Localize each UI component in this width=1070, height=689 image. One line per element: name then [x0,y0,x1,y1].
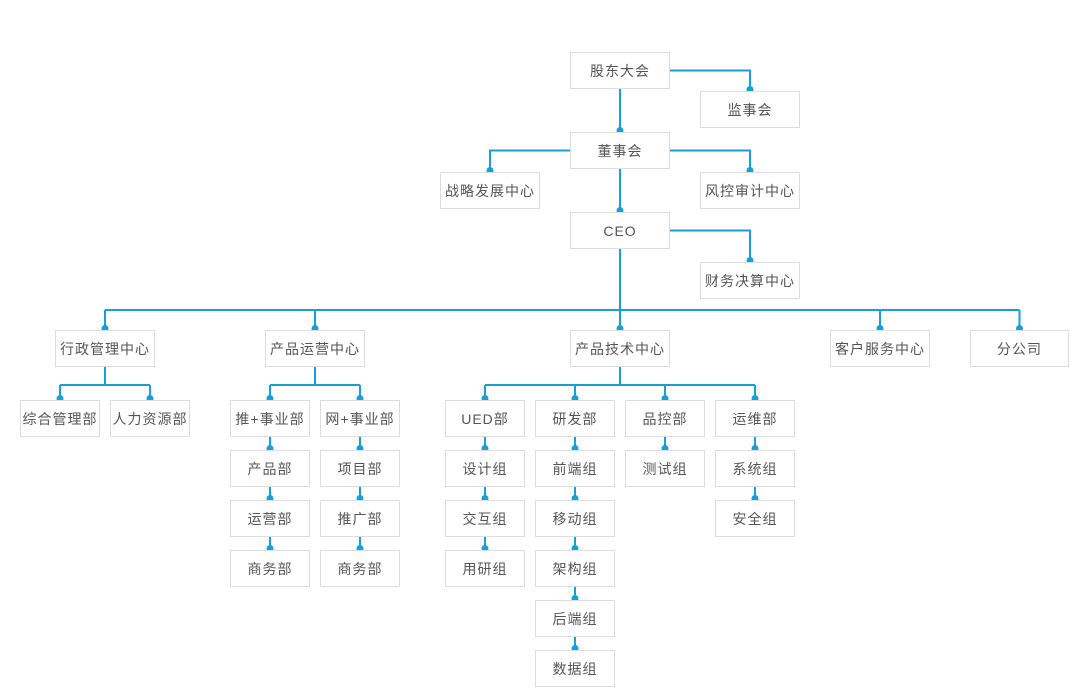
node-label: 架构组 [552,560,598,577]
node-wang: 网+事业部 [320,400,400,437]
node-label: 人力资源部 [112,410,188,427]
node-business1: 商务部 [230,550,310,587]
node-datagroup: 数据组 [535,650,615,687]
node-operation: 运营部 [230,500,310,537]
node-system: 系统组 [715,450,795,487]
connector-line [670,69,751,91]
node-backend: 后端组 [535,600,615,637]
node-tech: 产品技术中心 [570,330,670,367]
node-ceo: CEO [570,212,670,249]
node-label: 研发部 [552,410,598,427]
node-security: 安全组 [715,500,795,537]
node-label: 设计组 [462,460,508,477]
node-ued: UED部 [445,400,525,437]
connector-line [670,229,751,262]
node-label: 运维部 [732,410,778,427]
node-label: 数据组 [552,660,598,677]
node-label: UED部 [461,410,509,427]
node-label: 测试组 [642,460,688,477]
node-label: 交互组 [462,510,508,527]
node-branch: 分公司 [970,330,1069,367]
connector-line [670,149,751,172]
node-promotion: 推广部 [320,500,400,537]
node-hr: 人力资源部 [110,400,190,437]
node-research: 用研组 [445,550,525,587]
node-label: 系统组 [732,460,778,477]
node-label: 产品技术中心 [575,340,665,357]
node-strategy: 战略发展中心 [440,172,540,209]
node-label: 前端组 [552,460,598,477]
node-service: 客户服务中心 [830,330,930,367]
node-testing: 测试组 [625,450,705,487]
node-label: 产品部 [247,460,293,477]
node-business2: 商务部 [320,550,400,587]
node-label: 品控部 [642,410,688,427]
node-project: 项目部 [320,450,400,487]
node-label: 产品运营中心 [270,340,360,357]
node-label: 商务部 [247,560,293,577]
node-label: 综合管理部 [22,410,98,427]
node-mobile: 移动组 [535,500,615,537]
node-label: 运营部 [247,510,293,527]
node-ops: 产品运营中心 [265,330,365,367]
node-supervisory: 监事会 [700,91,800,128]
node-label: 监事会 [727,101,773,118]
node-label: 安全组 [732,510,778,527]
node-label: 风控审计中心 [705,182,795,199]
node-product: 产品部 [230,450,310,487]
node-label: 用研组 [462,560,508,577]
node-label: 商务部 [337,560,383,577]
node-label: 推广部 [337,510,383,527]
node-qc: 品控部 [625,400,705,437]
node-design: 设计组 [445,450,525,487]
node-label: 网+事业部 [325,410,395,427]
node-label: 行政管理中心 [60,340,150,357]
node-admin: 行政管理中心 [55,330,155,367]
node-rd: 研发部 [535,400,615,437]
node-finance: 财务决算中心 [700,262,800,299]
node-arch: 架构组 [535,550,615,587]
node-tui: 推+事业部 [230,400,310,437]
node-label: 推+事业部 [235,410,305,427]
node-frontend: 前端组 [535,450,615,487]
node-shareholders: 股东大会 [570,52,670,89]
node-label: 项目部 [337,460,383,477]
node-label: 后端组 [552,610,598,627]
node-label: 分公司 [997,340,1042,357]
node-risk: 风控审计中心 [700,172,800,209]
node-label: 战略发展中心 [445,182,535,199]
node-interaction: 交互组 [445,500,525,537]
node-label: 董事会 [597,142,643,159]
node-board: 董事会 [570,132,670,169]
node-general: 综合管理部 [20,400,100,437]
connector-line [489,149,570,172]
node-label: 移动组 [552,510,598,527]
node-label: 客户服务中心 [835,340,925,357]
node-label: 财务决算中心 [705,272,795,289]
node-label: 股东大会 [590,62,650,79]
node-om: 运维部 [715,400,795,437]
node-label: CEO [603,222,637,239]
